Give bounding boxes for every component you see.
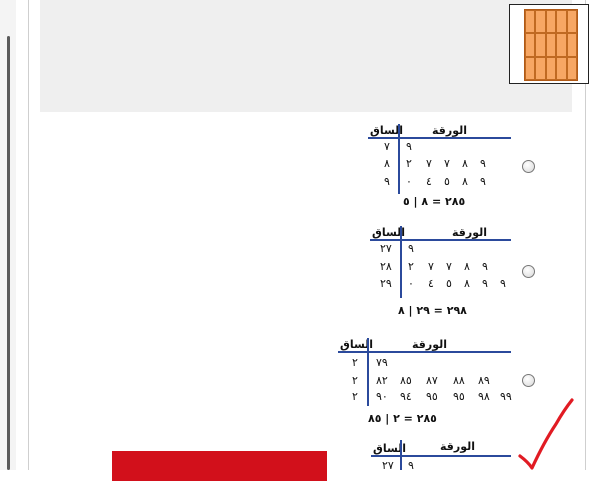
leaf-cell: ٨٧ [426, 374, 438, 387]
stem-cell: ٢٧ [382, 459, 394, 472]
stem-cell: ٧ [384, 140, 390, 153]
stem-header: الساق [372, 226, 406, 239]
table-divider [400, 440, 402, 470]
stem-cell: ٢٨ [380, 260, 392, 273]
stem-header: الساق [373, 442, 407, 455]
leaf-cell: ٢ [408, 260, 414, 273]
question-prompt-area [40, 0, 589, 112]
table-divider [398, 124, 400, 194]
table-divider [367, 338, 369, 406]
radio-option-3[interactable] [522, 374, 535, 387]
leaf-cell: ٩٠ [376, 390, 388, 403]
leaf-cell: ٩ [482, 277, 488, 290]
leaf-cell: ٧ [426, 157, 432, 170]
leaf-cell: ٨ [464, 277, 470, 290]
leaf-cell: ٨٨ [453, 374, 465, 387]
leaf-cell: ٩ [482, 260, 488, 273]
leaf-cell: ٤ [428, 277, 434, 290]
leaf-cell: ٩٤ [400, 390, 412, 403]
leaf-cell: ٩٨ [478, 390, 490, 403]
table-header-line [338, 351, 511, 353]
leaf-cell: ٨ [464, 260, 470, 273]
leaf-cell: ٧ [428, 260, 434, 273]
stem-header: الساق [340, 338, 374, 351]
stem-cell: ٢٧ [380, 242, 392, 255]
scrollbar-thumb[interactable] [7, 36, 10, 470]
leaf-cell: ٩ [500, 277, 506, 290]
leaf-cell: ٥ [446, 277, 452, 290]
stem-leaf-key: ٢٨٥ = ٢ | ٨٥ [368, 412, 437, 425]
stem-cell: ٩ [384, 175, 390, 188]
stem-cell: ٢ [352, 374, 358, 387]
stem-cell: ٢ [352, 356, 358, 369]
leaf-cell: ٩ [480, 157, 486, 170]
leaf-header: الورقة [412, 338, 448, 351]
leaf-cell: ٧ [444, 157, 450, 170]
leaf-cell: ٩٩ [500, 390, 512, 403]
stem-cell: ٢٩ [380, 277, 392, 290]
leaf-cell: ٩ [480, 175, 486, 188]
bar-code-illustration [524, 9, 578, 81]
stem-header: الساق [370, 124, 404, 137]
handwritten-checkmark-icon [518, 398, 574, 470]
leaf-cell: ٧ [446, 260, 452, 273]
leaf-cell: ٩٥ [426, 390, 438, 403]
table-header-line [370, 239, 511, 241]
leaf-header: الورقة [452, 226, 488, 239]
leaf-cell: ٨ [462, 157, 468, 170]
leaf-header: الورقة [440, 440, 476, 453]
stem-cell: ٨ [384, 157, 390, 170]
leaf-cell: ٨٥ [400, 374, 412, 387]
leaf-cell: ٢ [406, 157, 412, 170]
leaf-cell: ٩ [408, 459, 414, 472]
leaf-cell: ٧٩ [376, 356, 388, 369]
stem-leaf-key: ٢٩٨ = ٢٩ | ٨ [398, 304, 467, 317]
stem-cell: ٢ [352, 390, 358, 403]
table-header-line [371, 455, 511, 457]
table-divider [400, 226, 402, 298]
leaf-cell: ٩ [408, 242, 414, 255]
table-header-line [368, 137, 511, 139]
leaf-cell: ٤ [426, 175, 432, 188]
leaf-cell: ٨ [462, 175, 468, 188]
radio-option-2[interactable] [522, 265, 535, 278]
leaf-cell: ٠ [408, 277, 414, 290]
scrollbar-track[interactable] [0, 0, 16, 470]
leaf-header: الورقة [432, 124, 468, 137]
leaf-cell: ٨٩ [478, 374, 490, 387]
radio-option-1[interactable] [522, 160, 535, 173]
leaf-cell: ٨٢ [376, 374, 388, 387]
red-action-button[interactable] [112, 451, 327, 481]
leaf-cell: ٠ [406, 175, 412, 188]
stem-leaf-key: ٢٨٥ = ٨ | ٥ [403, 195, 466, 208]
leaf-cell: ٩ [406, 140, 412, 153]
question-image [509, 4, 589, 84]
leaf-cell: ٥ [444, 175, 450, 188]
leaf-cell: ٩٥ [453, 390, 465, 403]
